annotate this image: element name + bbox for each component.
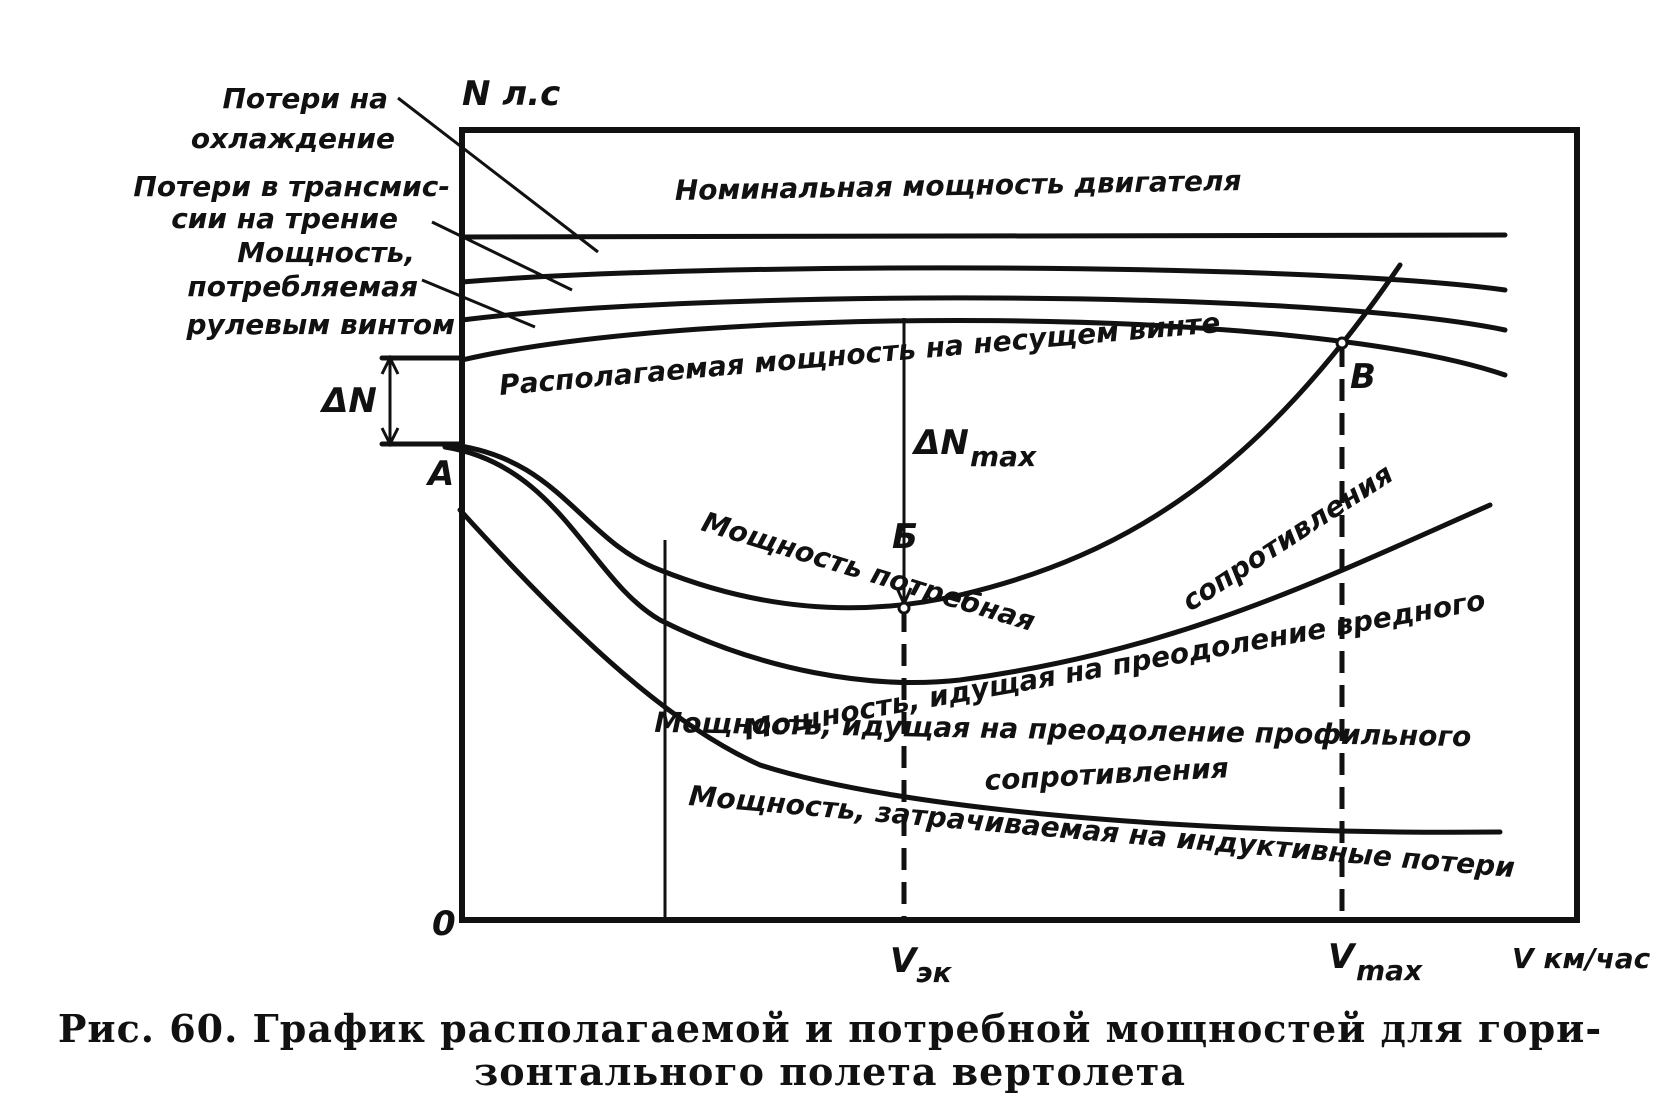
label-tail-rotor-line1: Мощность,	[237, 236, 415, 269]
v-ek-subscript: эк	[916, 956, 953, 989]
label-tail-rotor-line2: потребляемая	[187, 270, 418, 303]
caption-line1: Рис. 60. График располагаемой и потребно…	[58, 1006, 1602, 1051]
point-a-label: А	[425, 454, 454, 494]
nominal-power-curve	[459, 232, 1508, 240]
label-transmission-line1: Потери в трансмис-	[133, 170, 450, 203]
delta-n-max-label: ΔN	[911, 423, 969, 463]
cooling-loss-curve	[459, 265, 1508, 293]
delta-n-arrow-bottom	[380, 427, 400, 448]
point-b-label: Б	[892, 517, 918, 557]
x-axis-label: V км/час	[1512, 942, 1651, 975]
parasite-power-curve	[442, 444, 1493, 685]
profile-power-curve	[457, 507, 1503, 835]
pointer-tail-rotor	[421, 278, 536, 329]
v-ek-label: V	[890, 941, 919, 981]
v-max-label: V	[1328, 937, 1357, 977]
label-profile-power-a: Мощность, идущая на преодоление профильн…	[654, 706, 1471, 753]
label-profile-power-b: сопротивления	[984, 751, 1230, 797]
transmission-loss-curve	[459, 295, 1508, 333]
required-power-curve	[442, 262, 1403, 611]
point-v-marker	[1335, 336, 1349, 350]
label-cooling-line2: охлаждение	[191, 122, 395, 155]
label-cooling-line1: Потери на	[222, 82, 388, 115]
origin-label: 0	[432, 904, 456, 944]
y-axis-label: N л.с	[462, 74, 560, 114]
pointer-cooling	[397, 96, 599, 254]
label-required-power: Мощность потребная	[698, 505, 1039, 638]
pointer-transmission	[431, 220, 573, 292]
label-tail-rotor-line3: рулевым винтом	[185, 308, 455, 341]
point-v-label: В	[1350, 357, 1376, 397]
available-power-curve	[459, 317, 1508, 378]
label-nominal-power: Номинальная мощность двигателя	[675, 164, 1242, 207]
delta-n-label: ΔN	[319, 381, 377, 421]
v-max-subscript: max	[1356, 954, 1423, 987]
caption-line2: зонтального полета вертолета	[474, 1049, 1186, 1094]
plot-frame	[459, 127, 1580, 923]
delta-n-max-subscript: max	[970, 440, 1037, 473]
label-transmission-line2: сии на трение	[171, 202, 398, 235]
point-b-marker	[897, 601, 911, 615]
